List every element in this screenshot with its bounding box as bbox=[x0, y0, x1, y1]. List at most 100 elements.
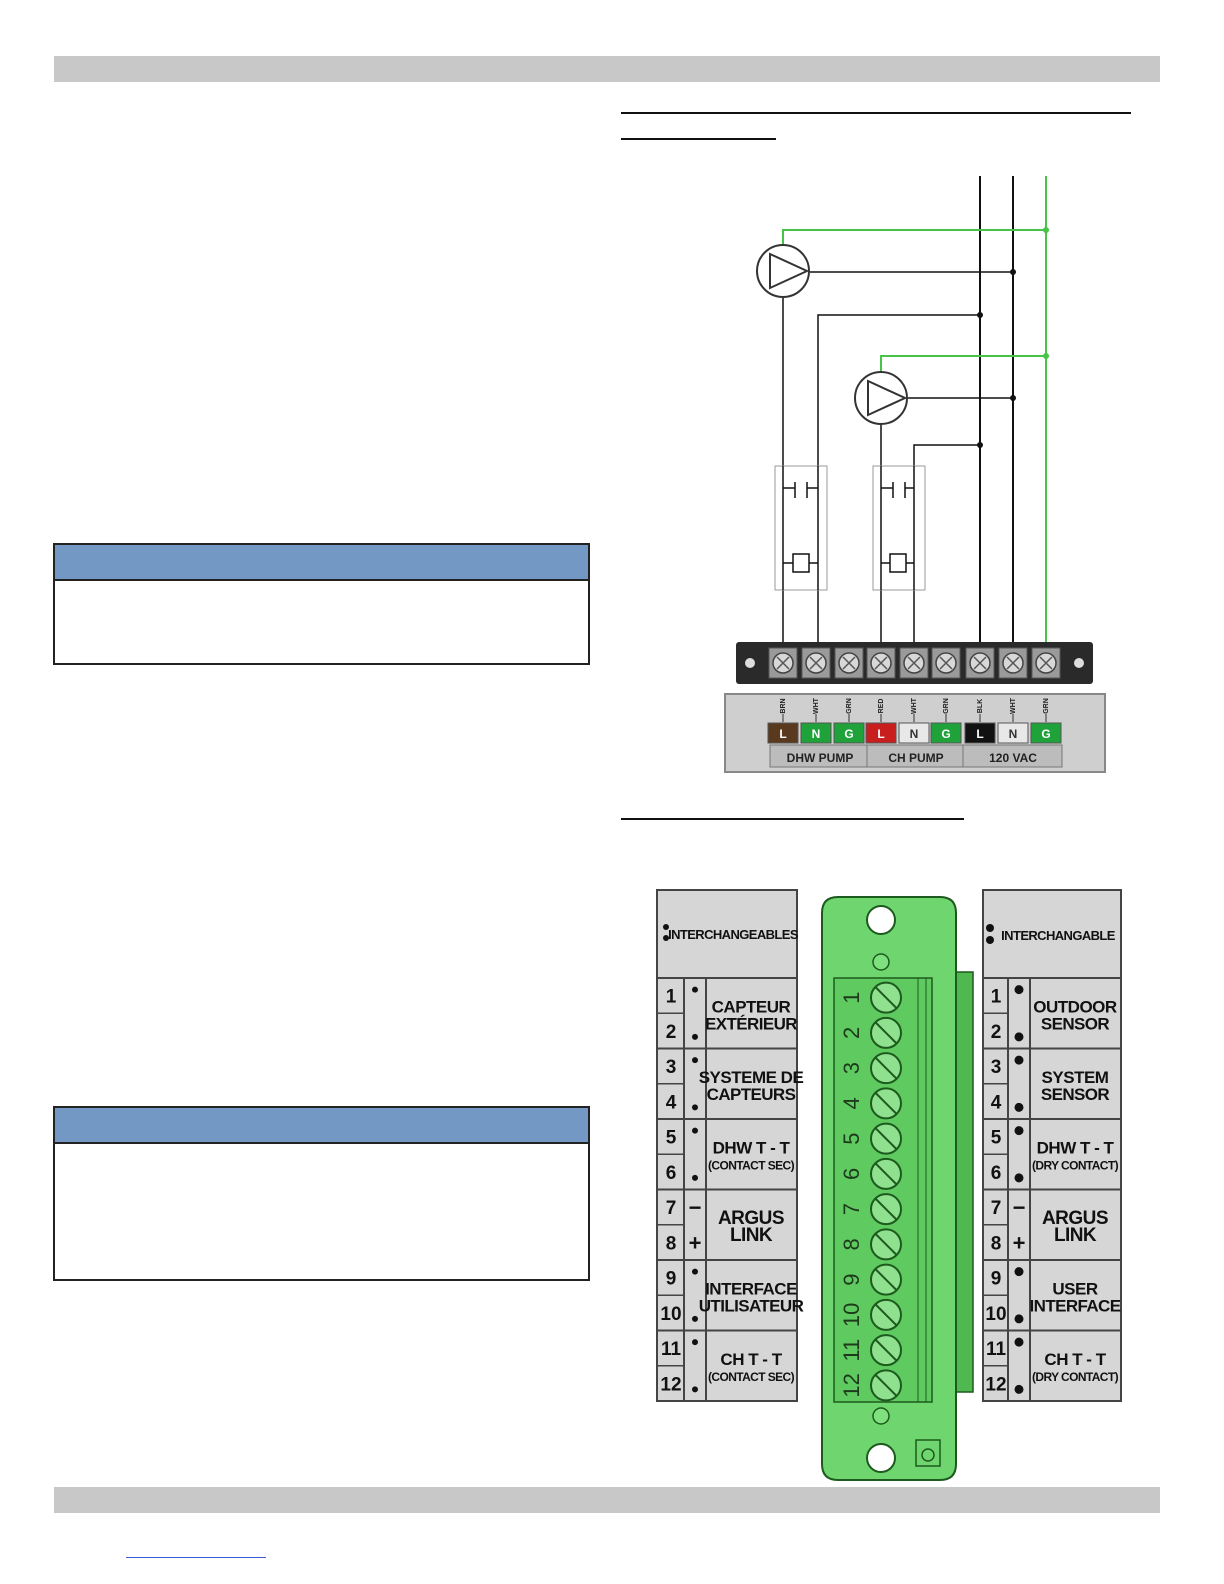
terminal-label-line2: LINK bbox=[730, 1225, 773, 1246]
terminal-letter: G bbox=[844, 727, 853, 741]
terminal-letter: N bbox=[1009, 727, 1018, 741]
group-label-bar bbox=[769, 744, 1063, 768]
pin-dot bbox=[1014, 1102, 1024, 1112]
pin-number: 12 bbox=[985, 1374, 1006, 1395]
connector-pin-number: 2 bbox=[839, 1027, 864, 1039]
dhw-relay-coil bbox=[792, 553, 810, 573]
pin-number: 8 bbox=[991, 1233, 1002, 1254]
pin-dot bbox=[692, 1268, 698, 1275]
pin-dot bbox=[1014, 1126, 1024, 1136]
group-label-ch-pump: CH PUMP bbox=[888, 751, 943, 765]
connector-screw-slot bbox=[875, 1198, 897, 1220]
connector-pin-number: 9 bbox=[839, 1274, 864, 1286]
pin-dot bbox=[692, 1174, 698, 1181]
screw-slot bbox=[809, 656, 823, 670]
wiring-heading-rule-2 bbox=[621, 138, 776, 140]
pin-dot bbox=[692, 1104, 698, 1111]
french-label-panel bbox=[656, 889, 798, 1402]
french-panel-header: INTERCHANGEABLES bbox=[668, 927, 799, 942]
footer-link[interactable] bbox=[126, 1557, 266, 1558]
connector-side-flange bbox=[954, 971, 974, 1393]
english-panel-header: INTERCHANGABLE bbox=[1001, 928, 1116, 943]
screw-slot bbox=[776, 656, 790, 670]
wire-color-code: WHT bbox=[911, 697, 918, 714]
terminal-letter-block bbox=[767, 722, 799, 744]
terminal-label-line1: CH T - T bbox=[1044, 1350, 1106, 1369]
pin-dot bbox=[692, 1315, 698, 1322]
screw-slot bbox=[842, 656, 856, 670]
junction-dot bbox=[1043, 353, 1049, 359]
wiring-heading-rule-1 bbox=[621, 112, 1131, 114]
pin-dot bbox=[1014, 985, 1024, 995]
terminal-label-line2: SENSOR bbox=[1041, 1085, 1110, 1104]
wire-color-code: GRN bbox=[1043, 698, 1050, 714]
terminal-label-line2: (DRY CONTACT) bbox=[1032, 1158, 1119, 1172]
junction-dot bbox=[1043, 227, 1049, 233]
pin-number: 3 bbox=[666, 1057, 677, 1078]
screw-slot bbox=[939, 656, 953, 670]
terminal-label-line2: (CONTACT SEC) bbox=[708, 1370, 795, 1384]
terminal-label-line1: SYSTEME DE bbox=[699, 1068, 804, 1087]
pin-number: 12 bbox=[660, 1374, 681, 1395]
terminal-label-line2: EXTÉRIEUR bbox=[705, 1014, 797, 1033]
terminal-strip-mount-hole bbox=[745, 658, 755, 668]
terminal-label-line1: USER bbox=[1052, 1279, 1097, 1298]
pin-dot bbox=[692, 1057, 698, 1064]
header-dot bbox=[986, 936, 994, 944]
terminal-label-line2: SENSOR bbox=[1041, 1014, 1110, 1033]
pin-number: 9 bbox=[991, 1269, 1002, 1290]
pin-number: 8 bbox=[666, 1233, 677, 1254]
wire-color-code: BRN bbox=[780, 698, 787, 713]
terminal-letter: N bbox=[910, 727, 919, 741]
pin-number: 10 bbox=[660, 1304, 681, 1325]
terminal-letter-block bbox=[800, 722, 832, 744]
ground-icon bbox=[921, 1448, 935, 1462]
pin-number: 7 bbox=[991, 1198, 1002, 1219]
mount-hole-small bbox=[872, 953, 890, 971]
wire-color-code: WHT bbox=[813, 697, 820, 714]
low-voltage-connector-diagram: INTERCHANGEABLES 1234567−8+9101112CAPTEU… bbox=[656, 889, 1122, 1481]
connector-pin-number: 3 bbox=[839, 1062, 864, 1074]
note-box-1-header bbox=[55, 545, 588, 581]
pin-dot bbox=[1014, 1055, 1024, 1065]
terminal-label-line2: (DRY CONTACT) bbox=[1032, 1370, 1119, 1384]
screw-slot bbox=[1006, 656, 1020, 670]
connector-pin-number: 6 bbox=[839, 1168, 864, 1180]
english-label-panel bbox=[982, 889, 1122, 1402]
wire-color-code: GRN bbox=[943, 698, 950, 714]
wire-color-code: BLK bbox=[977, 699, 984, 713]
pin-dot bbox=[692, 1033, 698, 1040]
polarity-minus: − bbox=[1013, 1195, 1026, 1220]
terminal-label-line1: CH T - T bbox=[720, 1350, 782, 1369]
ch-relay-contact bbox=[881, 482, 914, 498]
note-box-2 bbox=[53, 1106, 590, 1281]
terminal-label-line1: DHW T - T bbox=[1037, 1138, 1115, 1157]
wire-color-code: RED bbox=[878, 699, 885, 714]
pin-number: 5 bbox=[991, 1128, 1002, 1149]
ch-relay-coil bbox=[889, 553, 907, 573]
terminal-label-line1: ARGUS bbox=[1042, 1208, 1108, 1229]
junction-dot bbox=[977, 442, 983, 448]
terminal-label-line2: CAPTEURS bbox=[707, 1085, 796, 1104]
connector-pin-number: 10 bbox=[839, 1303, 864, 1327]
pin-number: 3 bbox=[991, 1057, 1002, 1078]
connector-screw-slot bbox=[875, 1304, 897, 1326]
pin-dot bbox=[1014, 1384, 1024, 1394]
terminal-label-line1: ARGUS bbox=[718, 1208, 784, 1229]
screw-slot bbox=[907, 656, 921, 670]
screw-slot bbox=[973, 656, 987, 670]
note-box-1 bbox=[53, 543, 590, 665]
pin-number: 1 bbox=[666, 987, 677, 1008]
pin-dot bbox=[1014, 1173, 1024, 1183]
terminal-letter: N bbox=[812, 727, 821, 741]
terminal-letter-block bbox=[964, 722, 996, 744]
terminal-label-line2: (CONTACT SEC) bbox=[708, 1158, 795, 1172]
polarity-plus: + bbox=[1013, 1230, 1026, 1255]
header-dot bbox=[986, 924, 994, 932]
terminal-label-line1: DHW T - T bbox=[713, 1138, 791, 1157]
junction-dot bbox=[977, 312, 983, 318]
pin-number: 10 bbox=[985, 1304, 1006, 1325]
connector-pin-number: 12 bbox=[839, 1373, 864, 1397]
pin-dot bbox=[692, 986, 698, 993]
terminal-letter: G bbox=[1041, 727, 1050, 741]
